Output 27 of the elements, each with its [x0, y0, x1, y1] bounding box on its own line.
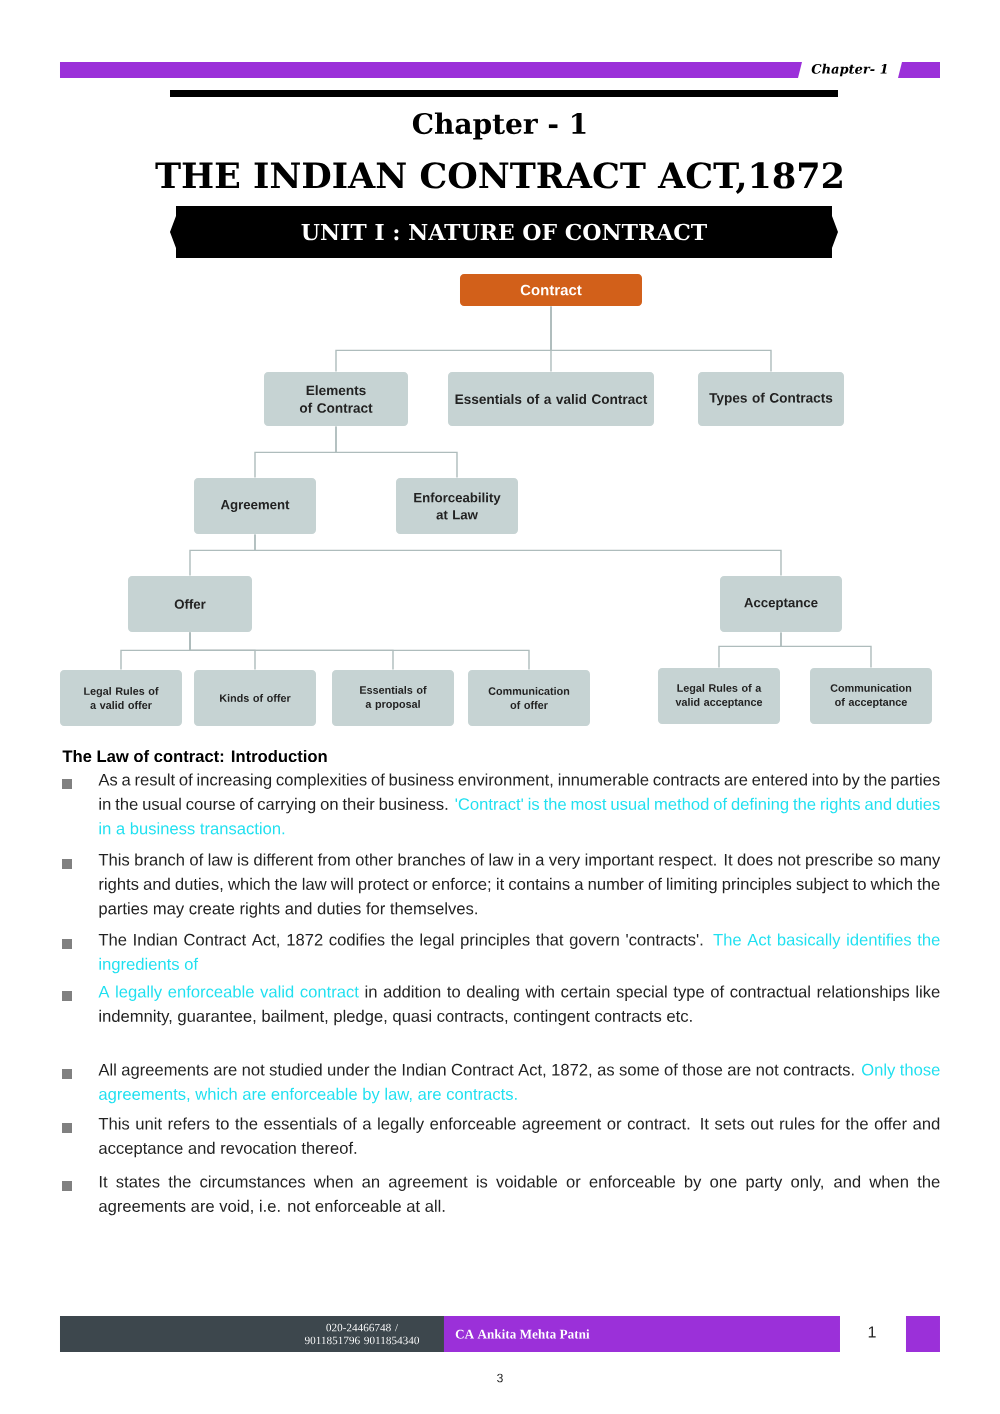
connector-line	[189, 631, 530, 671]
label: agreements, which are enforceable by law, are contracts.	[99, 1087, 517, 1104]
connector-line	[254, 533, 782, 577]
label: in a business transaction.	[99, 822, 285, 835]
label: Only those	[862, 1063, 940, 1079]
bullet-text: As a result of increasing complexities of business environment, innumerable contracts are entered into by the parties in the usual course of carrying on their business. 'Contract' is the most usual method of defining the rights and duties in a business transaction.	[98, 773, 940, 835]
bullet-text: A legally enforceable valid contract in addition to dealing with certain special type of contractual relationships like indemnity, guarantee, bailment, pledge, quasi contracts, contingent contracts etc.	[98, 985, 940, 1026]
chapter-heading: Chapter - 1	[412, 112, 586, 140]
label: The Indian Contract Act, 1872 codifies the legal principles that govern 'contracts'.	[98, 933, 703, 949]
page-number: 1	[868, 1326, 876, 1338]
bullet-text: This branch of law is different from other branches of law in a very important respect. It does not prescribe so many rights and duties, which the law will protect or enforce; it contains a number of limiting principles subject to which the parties may create rights and duties for themselves.	[98, 853, 941, 918]
bullet-text: It states the circumstances when an agreement is voidable or enforceable by one party only, and when the agreements are void, i.e. not enforceable at all.	[99, 1175, 940, 1216]
label: 'Contract' is the most usual method of defining the rights and duties	[455, 797, 940, 814]
bullet-text: All agreements are not studied under the Indian Contract Act, 1872, as some of those are not contracts. Only those agreements, which are enforceable by law, are contracts.	[98, 1063, 940, 1104]
label: The Act basically identifies the	[713, 933, 940, 949]
label: in the usual course of carrying on their business.	[99, 797, 448, 814]
label: ingredients of	[99, 957, 199, 974]
bullet-text: The Indian Contract Act, 1872 codifies the legal principles that govern 'contracts'. The Act basically identifies the ingredients of	[98, 933, 940, 974]
label: As a result of increasing complexities of business environment, innumerable contracts are entered into by the parties	[98, 773, 940, 789]
connector-line	[335, 425, 458, 479]
connector-line	[780, 631, 872, 669]
section-heading: The Law of contract: Introduction	[62, 749, 327, 763]
bullet-text: This unit refers to the essentials of a legally enforceable agreement or contract. It sets out rules for the offer and acceptance and revocation thereof.	[98, 1117, 940, 1158]
connector-line	[550, 305, 772, 373]
title: THE INDIAN CONTRACT ACT,1872	[155, 162, 842, 194]
title-banner: UNIT I : NATURE OF CONTRACT	[170, 206, 838, 258]
label: All agreements are not studied under the Indian Contract Act, 1872, as some of those are not contracts.	[98, 1063, 854, 1079]
